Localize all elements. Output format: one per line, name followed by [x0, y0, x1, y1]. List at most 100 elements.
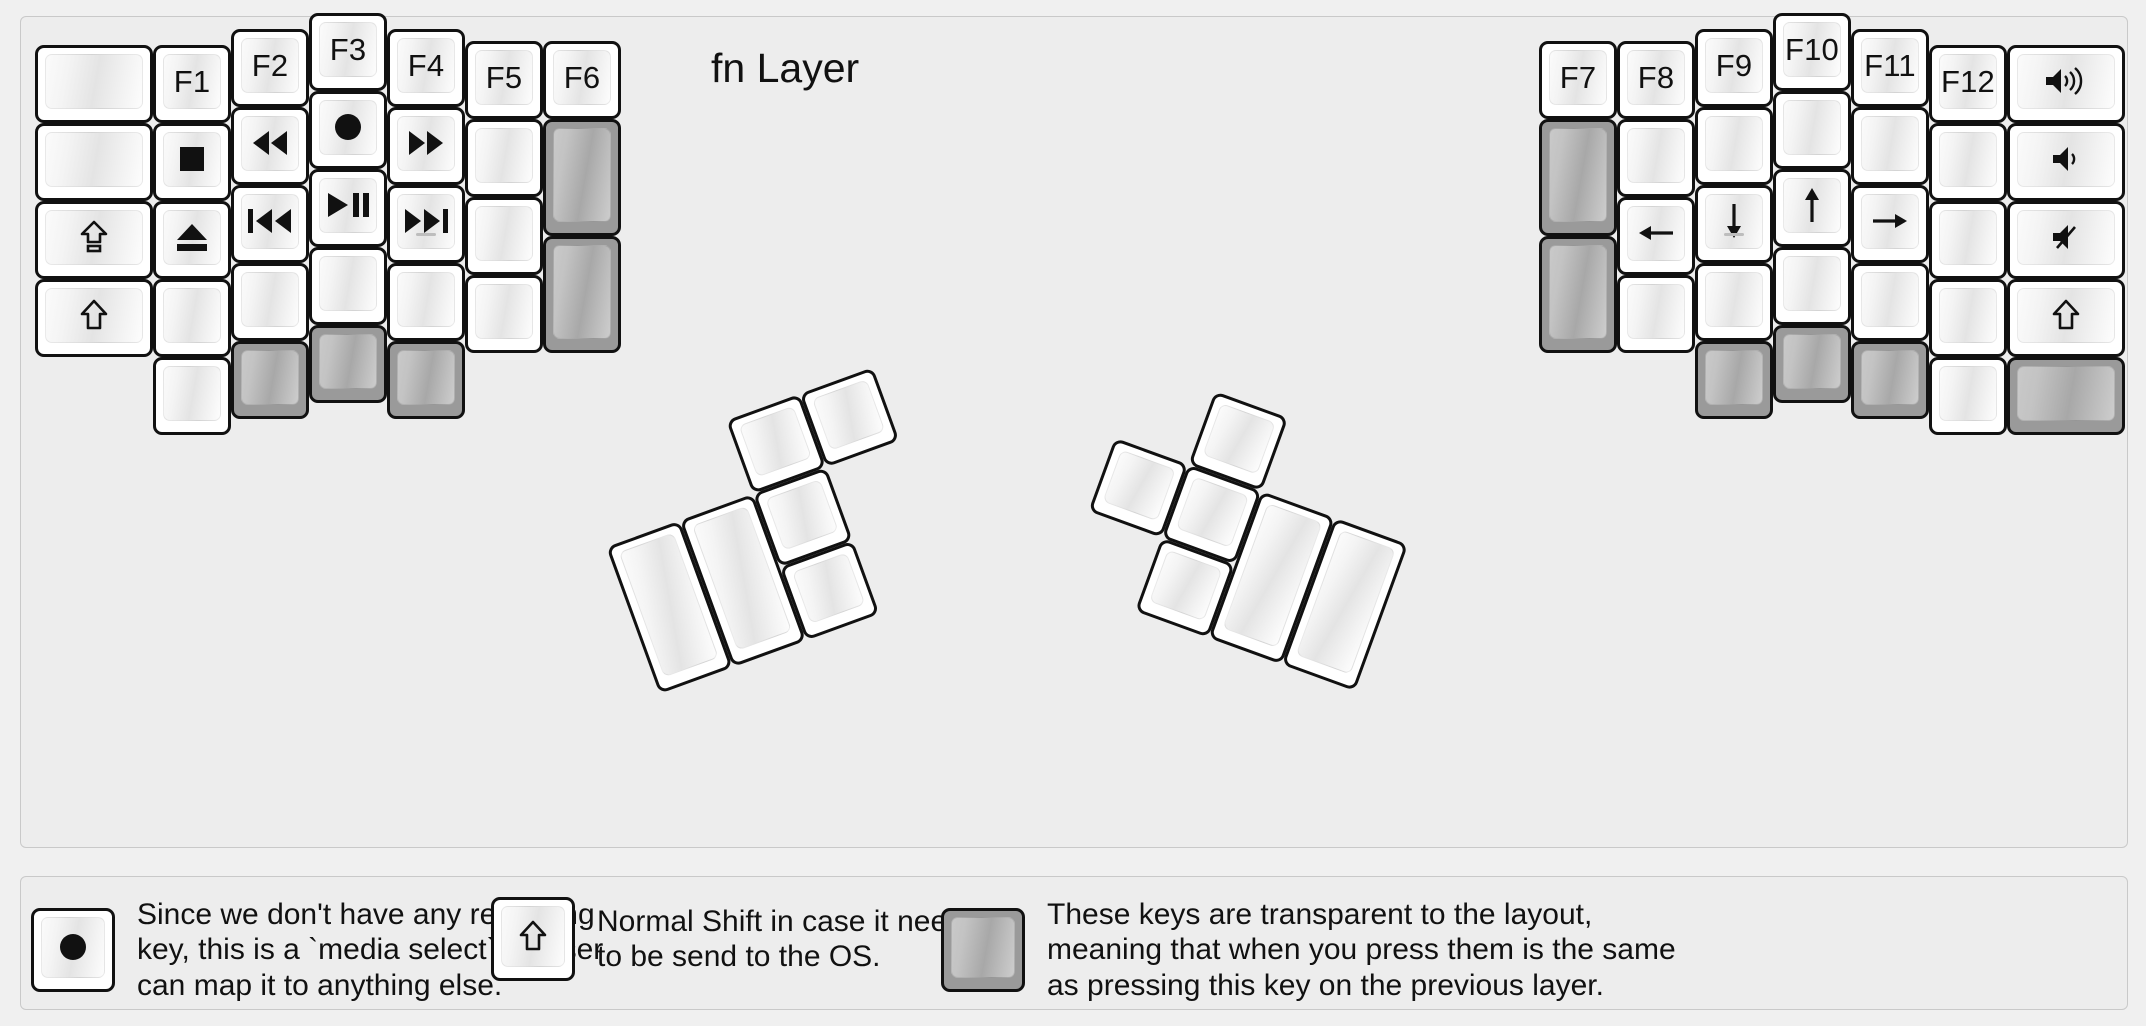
key-middle-3[interactable] — [309, 247, 387, 325]
key-pinky-1[interactable] — [153, 123, 231, 201]
key-pinky-inner-0[interactable]: F11 — [1851, 29, 1929, 107]
key-pinky-2[interactable] — [153, 201, 231, 279]
keycap-surface — [163, 54, 221, 109]
key-middle-1[interactable] — [1695, 107, 1773, 185]
key-pinky-4[interactable] — [153, 357, 231, 435]
key-pinky-inner-1[interactable] — [1851, 107, 1929, 185]
key-middle-0[interactable]: F3 — [309, 13, 387, 91]
key-index-3[interactable] — [387, 263, 465, 341]
key-pinky-2[interactable] — [1929, 201, 2007, 279]
key-middle-4[interactable] — [309, 325, 387, 403]
key-ring-inner-1[interactable] — [231, 107, 309, 185]
key-inner-extra-1[interactable] — [543, 119, 621, 236]
key-middle-1[interactable] — [309, 91, 387, 169]
legend-text-1: Normal Shift in case it needs to be send… — [597, 904, 979, 973]
key-index-3[interactable] — [1617, 275, 1695, 353]
key-middle-2[interactable] — [1695, 185, 1773, 263]
key-pinky-0[interactable]: F1 — [153, 45, 231, 123]
key-ring-inner-2[interactable] — [231, 185, 309, 263]
key-pinky-3[interactable] — [1929, 279, 2007, 357]
key-pinky-outer-0[interactable] — [35, 45, 153, 123]
key-index-4[interactable] — [387, 341, 465, 419]
media-eject-icon — [175, 224, 209, 255]
key-pinky-0[interactable]: F12 — [1929, 45, 2007, 123]
key-label: F12 — [1940, 63, 1996, 99]
caps-lock-icon — [80, 220, 108, 257]
key-index-2[interactable] — [387, 185, 465, 263]
key-pinky-inner-3[interactable] — [1851, 263, 1929, 341]
keycap-surface — [738, 405, 812, 478]
key-index-1[interactable] — [387, 107, 465, 185]
keycap-surface — [1705, 38, 1763, 93]
key-label: F10 — [1784, 31, 1840, 67]
key-pinky-outer-1[interactable] — [2007, 123, 2125, 201]
key-index-inner-3[interactable] — [465, 275, 543, 353]
key-ring-3[interactable] — [1773, 247, 1851, 325]
key-inner-extra-0[interactable]: F6 — [543, 41, 621, 119]
key-pinky-outer-2[interactable] — [2007, 201, 2125, 279]
keycap-surface — [397, 116, 455, 171]
key-ring-inner-3[interactable] — [231, 263, 309, 341]
keycap-surface — [1861, 272, 1919, 327]
keycap-surface — [1939, 288, 1997, 343]
volume-down-icon — [2051, 147, 2081, 177]
key-index-inner-1[interactable] — [1539, 119, 1617, 236]
keycap-surface — [163, 366, 221, 421]
key-index-inner-0[interactable]: F7 — [1539, 41, 1617, 119]
key-index-1[interactable] — [1617, 119, 1695, 197]
legend-keycap-2[interactable] — [941, 908, 1025, 993]
key-pinky-1[interactable] — [1929, 123, 2007, 201]
right-thumb-cluster — [1060, 365, 1443, 700]
legend-item-2: These keys are transparent to the layout… — [941, 897, 1676, 1003]
key-pinky-inner-2[interactable] — [1851, 185, 1929, 263]
key-ring-1[interactable] — [1773, 91, 1851, 169]
key-pinky-outer-2[interactable] — [35, 201, 153, 279]
key-pinky-outer-3[interactable] — [2007, 279, 2125, 357]
page-title: fn Layer — [711, 45, 860, 91]
key-index-inner-0[interactable]: F5 — [465, 41, 543, 119]
left-thumb-cluster — [580, 365, 963, 700]
key-index-2[interactable] — [1617, 197, 1695, 275]
key-pinky-inner-4[interactable] — [1851, 341, 1929, 419]
keycap-surface — [1549, 245, 1607, 339]
keycap-surface — [241, 38, 299, 93]
keycap-surface — [241, 116, 299, 171]
key-index-inner-1[interactable] — [465, 119, 543, 197]
key-pinky-4[interactable] — [1929, 357, 2007, 435]
key-ring-0[interactable]: F10 — [1773, 13, 1851, 91]
key-middle-2[interactable] — [309, 169, 387, 247]
key-ring-inner-0[interactable]: F2 — [231, 29, 309, 107]
key-label: F9 — [1715, 47, 1753, 83]
key-pinky-outer-4[interactable] — [2007, 357, 2125, 435]
keycap-surface — [1627, 128, 1685, 183]
keycap-surface — [792, 552, 866, 624]
keycap-surface — [1939, 54, 1997, 109]
key-label: F2 — [251, 47, 289, 83]
key-index-0[interactable]: F8 — [1617, 41, 1695, 119]
arrow-right-icon — [1871, 211, 1909, 237]
legend-keycap-0[interactable] — [31, 908, 115, 993]
key-pinky-3[interactable] — [153, 279, 231, 357]
key-pinky-outer-1[interactable] — [35, 123, 153, 201]
key-middle-3[interactable] — [1695, 263, 1773, 341]
key-ring-2[interactable] — [1773, 169, 1851, 247]
key-index-inner-2[interactable] — [465, 197, 543, 275]
keycap-surface — [2017, 366, 2115, 421]
keycap-surface — [1861, 116, 1919, 171]
key-pinky-outer-3[interactable] — [35, 279, 153, 357]
key-ring-4[interactable] — [1773, 325, 1851, 403]
keycap-surface — [45, 288, 143, 343]
key-middle-4[interactable] — [1695, 341, 1773, 419]
key-pinky-outer-0[interactable] — [2007, 45, 2125, 123]
legend-keycap-1[interactable] — [491, 897, 575, 981]
key-label: F6 — [563, 59, 601, 95]
key-middle-0[interactable]: F9 — [1695, 29, 1773, 107]
key-index-0[interactable]: F4 — [387, 29, 465, 107]
keycap-surface — [811, 379, 886, 451]
key-index-inner-2[interactable] — [1539, 236, 1617, 353]
key-ring-inner-4[interactable] — [231, 341, 309, 419]
key-inner-extra-2[interactable] — [543, 236, 621, 353]
media-rewind-icon — [250, 131, 290, 160]
legend-key-sample-1 — [491, 897, 575, 981]
